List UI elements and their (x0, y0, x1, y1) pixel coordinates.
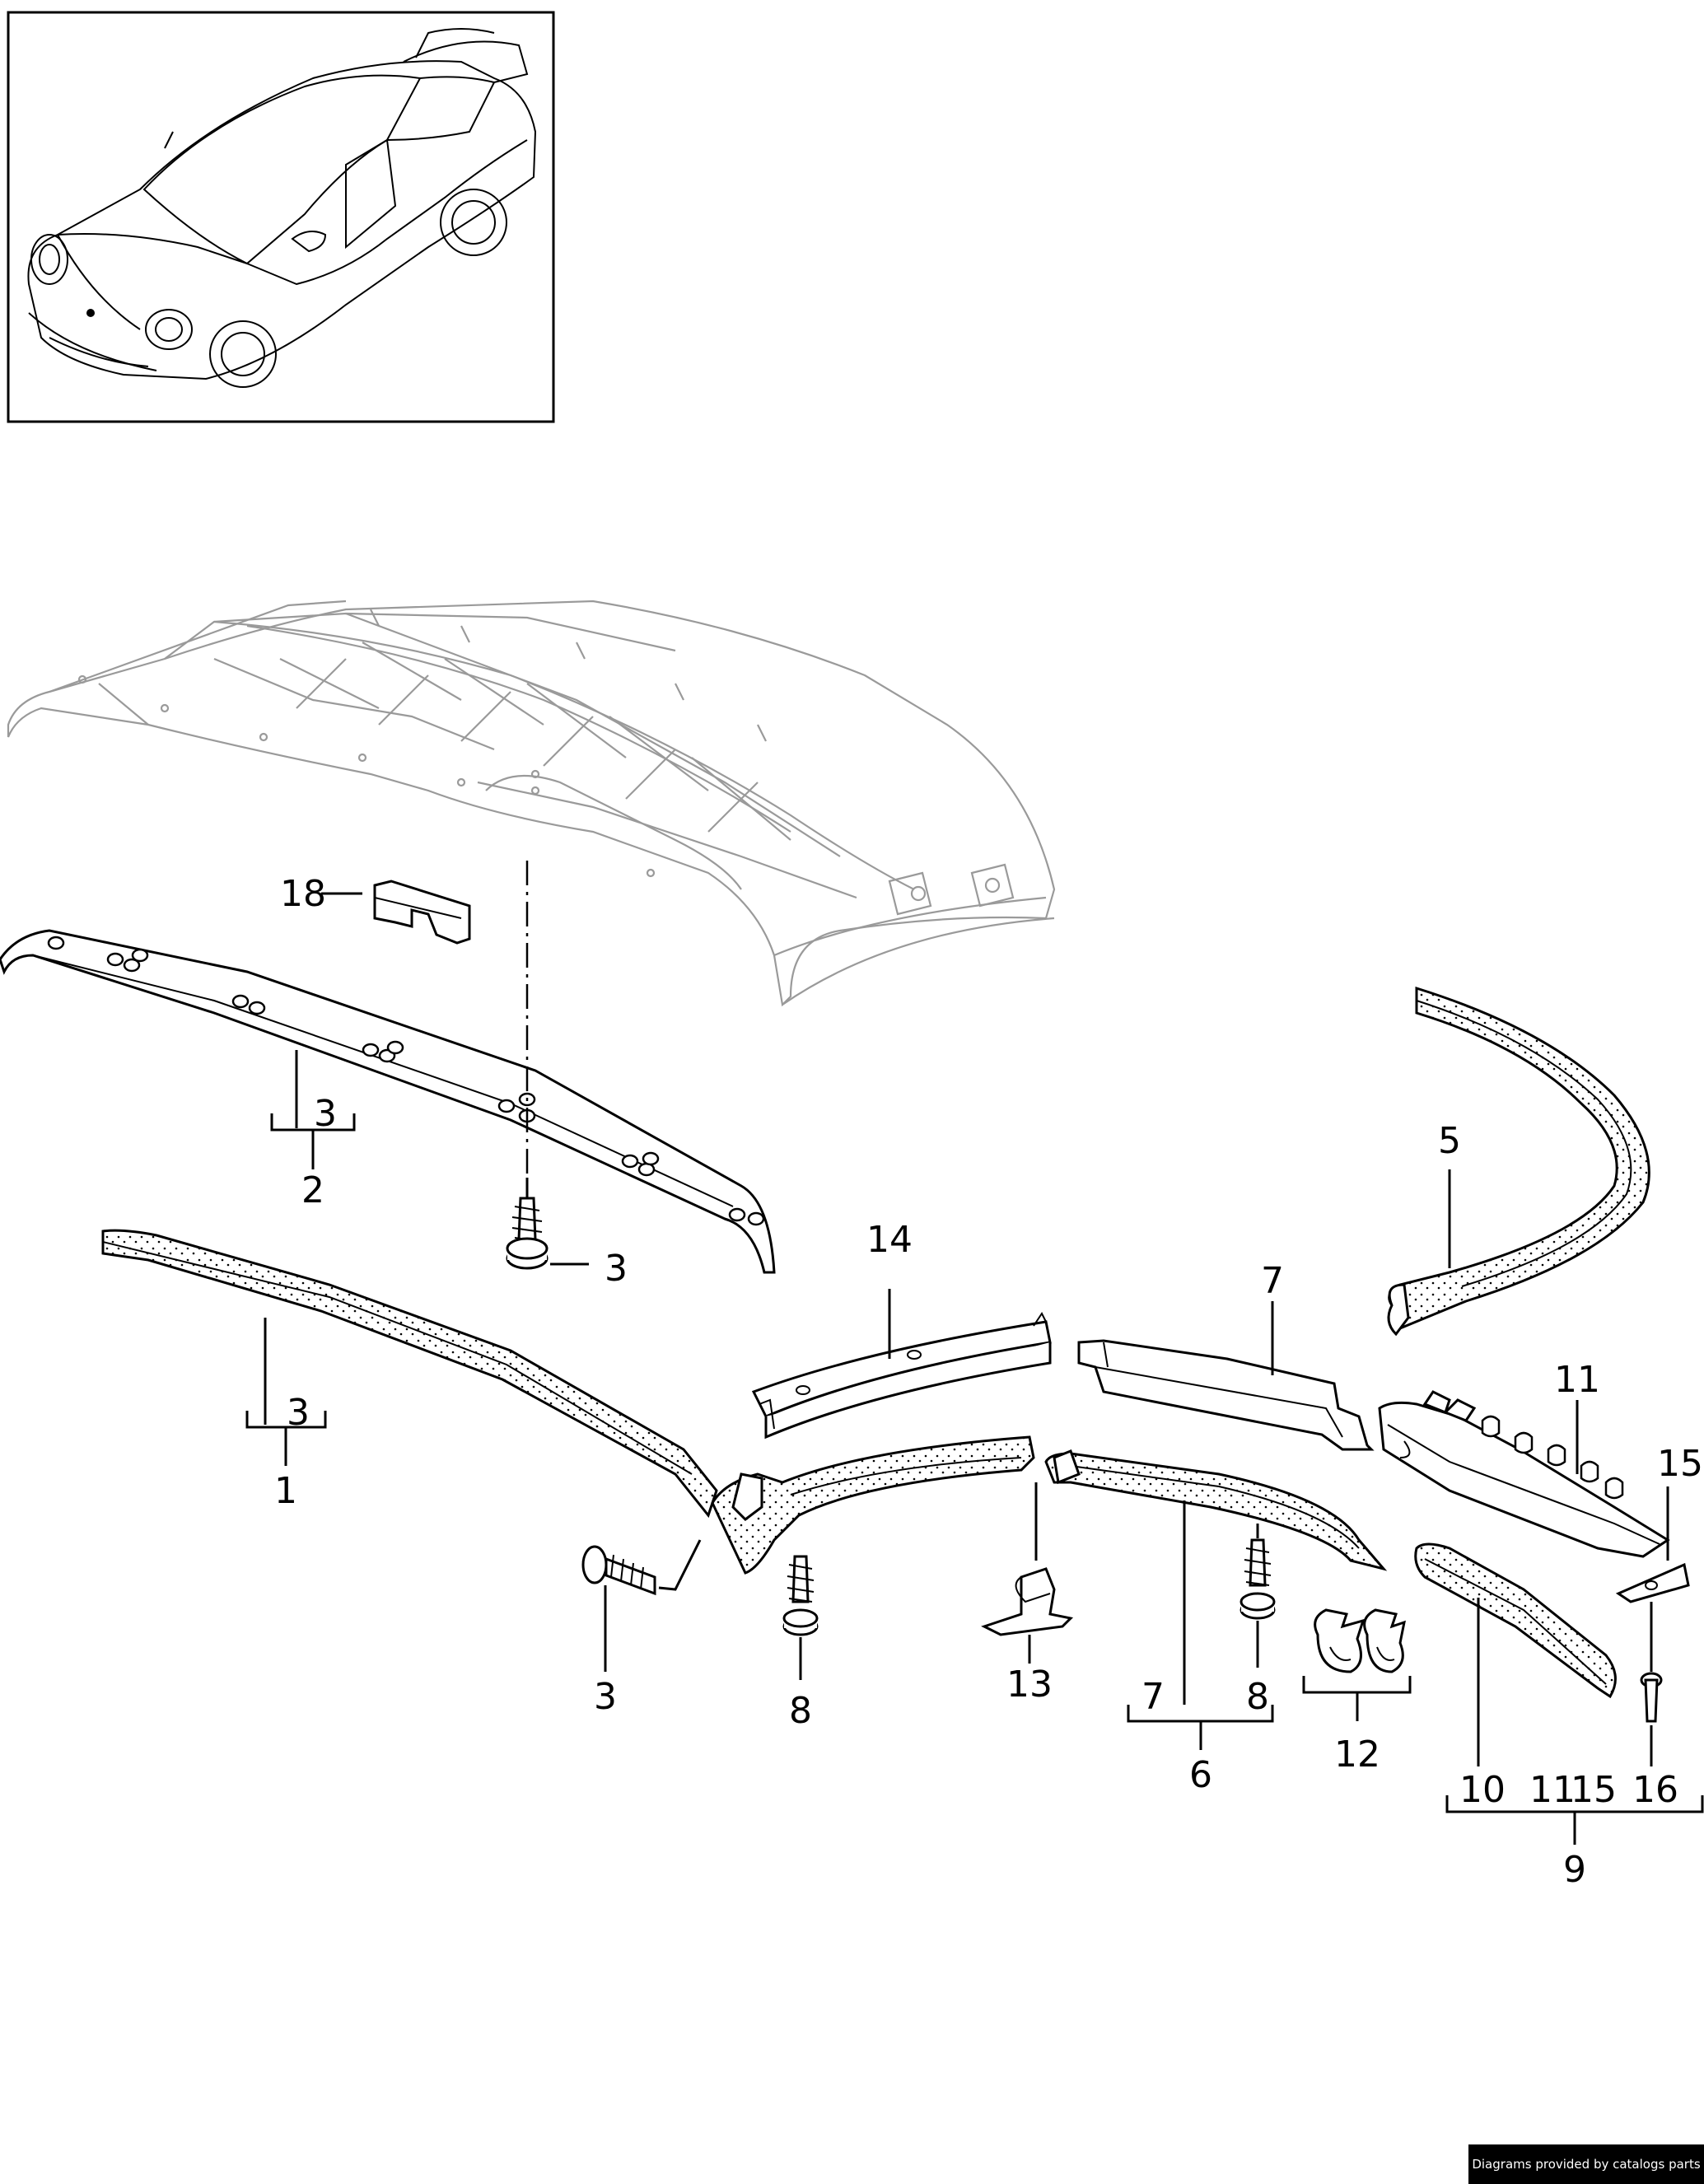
credit-badge: Diagrams provided by catalogs parts (1468, 2144, 1704, 2184)
callout-11: 11 (1529, 1769, 1576, 1811)
car-thumbnail-icon (7, 11, 555, 423)
part-8-seal-section (711, 1435, 1035, 1575)
callout-15: 15 (1657, 1443, 1703, 1485)
part-7-middle-seal (1044, 1449, 1388, 1571)
part-1-seal (101, 1229, 718, 1519)
callout-3: 3 (594, 1676, 617, 1718)
callout-13: 13 (1006, 1664, 1053, 1706)
part-12-double-clip (1314, 1608, 1406, 1673)
part-3-screw-lower (581, 1539, 702, 1596)
part-13-clip (981, 1482, 1074, 1664)
part-7-upper-channel (1077, 1339, 1375, 1451)
callout-2: 2 (301, 1169, 324, 1211)
callout-5: 5 (1438, 1120, 1461, 1162)
part-15-plate (1615, 1486, 1690, 1603)
roof-frame (7, 600, 1056, 1007)
part-14-channel (751, 1312, 1052, 1440)
callout-15: 15 (1571, 1769, 1617, 1811)
callout-7: 7 (1261, 1260, 1284, 1302)
callout-7: 7 (1141, 1676, 1165, 1718)
callout-16: 16 (1632, 1769, 1678, 1811)
callout-3: 3 (605, 1248, 628, 1290)
callout-8: 8 (789, 1690, 812, 1732)
part-8-screw-right (1239, 1524, 1276, 1668)
part-5-curved-seal (1387, 986, 1650, 1337)
callout-9: 9 (1563, 1849, 1586, 1891)
part-18-clip (321, 880, 471, 945)
part-3-screw-upper (506, 1197, 589, 1270)
callout-10: 10 (1459, 1769, 1506, 1811)
callout-3: 3 (314, 1093, 337, 1135)
callout-6: 6 (1189, 1754, 1212, 1796)
callout-1: 1 (274, 1470, 297, 1512)
callout-18: 18 (280, 873, 326, 915)
callout-3: 3 (287, 1392, 310, 1434)
part-16-rivet (1640, 1602, 1663, 1766)
part-8-screw-left (782, 1555, 819, 1680)
callout-8: 8 (1246, 1676, 1269, 1718)
part-10-strip (1414, 1542, 1617, 1699)
callout-14: 14 (866, 1219, 913, 1261)
callout-12: 12 (1334, 1734, 1380, 1776)
callout-11: 11 (1554, 1359, 1600, 1401)
part-11-bracket (1378, 1390, 1670, 1558)
part-2-trim-rail (0, 929, 776, 1274)
